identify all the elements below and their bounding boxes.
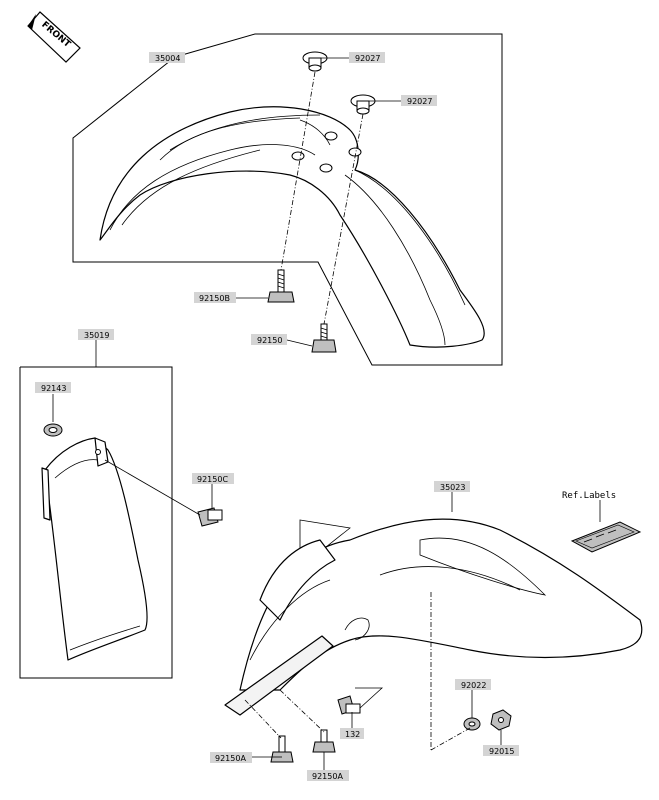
label-92150a-left-text: 92150A bbox=[215, 754, 246, 763]
label-35019-text: 35019 bbox=[84, 331, 109, 340]
label-132: 132 bbox=[340, 728, 364, 739]
washer-92027-lower bbox=[350, 94, 376, 115]
label-92027-upper: 92027 bbox=[349, 52, 385, 63]
label-35023: 35023 bbox=[434, 481, 470, 492]
label-92143-text: 92143 bbox=[41, 384, 66, 393]
bolt-92150 bbox=[311, 323, 337, 353]
label-92150a-right: 92150A bbox=[307, 770, 349, 781]
rear-fender bbox=[224, 518, 643, 716]
mud-flap bbox=[41, 437, 148, 661]
washer-92143 bbox=[43, 423, 63, 437]
label-35004-text: 35004 bbox=[155, 54, 180, 63]
label-92027-lower: 92027 bbox=[401, 95, 437, 106]
bolt-132 bbox=[337, 695, 361, 715]
label-92150b: 92150B bbox=[194, 292, 236, 303]
label-92150c: 92150C bbox=[192, 473, 234, 484]
ref-labels: Ref.Labels bbox=[562, 491, 642, 553]
label-92150-text: 92150 bbox=[257, 336, 282, 345]
label-92150b-text: 92150B bbox=[199, 294, 230, 303]
label-92027-lower-text: 92027 bbox=[407, 97, 432, 106]
label-35019: 35019 bbox=[78, 329, 114, 340]
bolt-92150a-left bbox=[270, 735, 294, 763]
front-arrow-marker: FRONT bbox=[27, 11, 81, 63]
label-92027-upper-text: 92027 bbox=[355, 54, 380, 63]
label-92022: 92022 bbox=[455, 679, 491, 690]
label-92143: 92143 bbox=[35, 382, 71, 393]
front-fender bbox=[99, 106, 485, 348]
label-92150: 92150 bbox=[251, 334, 287, 345]
bolt-92150b bbox=[267, 269, 295, 303]
ref-labels-title: Ref.Labels bbox=[562, 491, 616, 501]
bolt-92150a-right bbox=[312, 729, 336, 753]
bolt-92150c bbox=[197, 507, 223, 527]
washer-92022 bbox=[463, 717, 481, 731]
label-92150a-left: 92150A bbox=[210, 752, 252, 763]
label-35023-text: 35023 bbox=[440, 483, 465, 492]
washer-92027-upper bbox=[302, 51, 328, 72]
label-92150c-text: 92150C bbox=[197, 475, 228, 484]
nut-92015 bbox=[490, 709, 512, 731]
label-92150a-right-text: 92150A bbox=[312, 772, 343, 781]
mudflap-group-frame bbox=[19, 366, 173, 679]
label-132-text: 132 bbox=[345, 730, 360, 739]
label-92022-text: 92022 bbox=[461, 681, 486, 690]
front-fender-group-frame bbox=[72, 33, 503, 366]
label-35004: 35004 bbox=[149, 52, 185, 63]
label-92015: 92015 bbox=[483, 745, 519, 756]
label-92015-text: 92015 bbox=[489, 747, 514, 756]
